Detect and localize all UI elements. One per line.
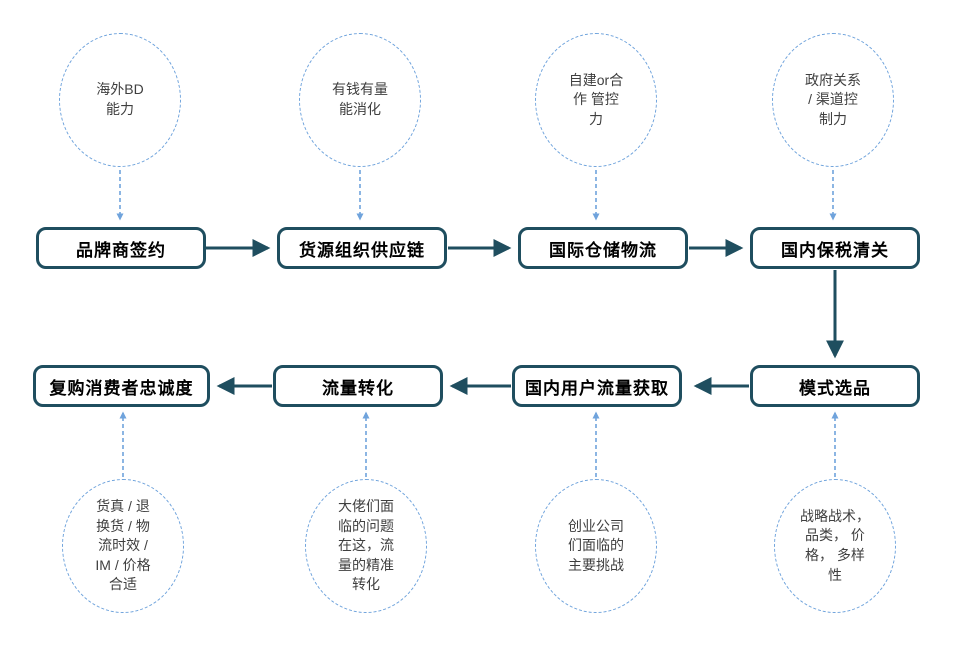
note-government-channel-control: 政府关系 / 渠道控 制力 [772,33,894,167]
flow-step-brand-signing: 品牌商签约 [36,227,206,269]
note-strategy-category-price-variety: 战略战术， 品类， 价 格， 多样 性 [774,479,896,613]
flow-step-model-product-selection: 模式选品 [750,365,920,407]
flow-step-supply-chain-organization: 货源组织供应链 [277,227,447,269]
note-overseas-bd-capability: 海外BD 能力 [59,33,181,167]
note-authenticity-returns-logistics-price: 货真 / 退 换货 / 物 流时效 / IM / 价格 合适 [62,479,184,613]
flow-step-repurchase-consumer-loyalty: 复购消费者忠诚度 [33,365,210,407]
note-big-players-conversion-problem: 大佬们面 临的问题 在这，流 量的精准 转化 [305,479,427,613]
note-startup-main-challenge: 创业公司 们面临的 主要挑战 [535,479,657,613]
flow-step-international-warehousing-logistics: 国际仓储物流 [518,227,688,269]
note-build-or-cooperate-control: 自建or合 作 管控 力 [535,33,657,167]
flow-step-domestic-bonded-customs: 国内保税清关 [750,227,920,269]
flow-step-traffic-conversion: 流量转化 [273,365,443,407]
note-funding-and-volume: 有钱有量 能消化 [299,33,421,167]
flow-step-domestic-user-traffic-acquisition: 国内用户流量获取 [512,365,682,407]
